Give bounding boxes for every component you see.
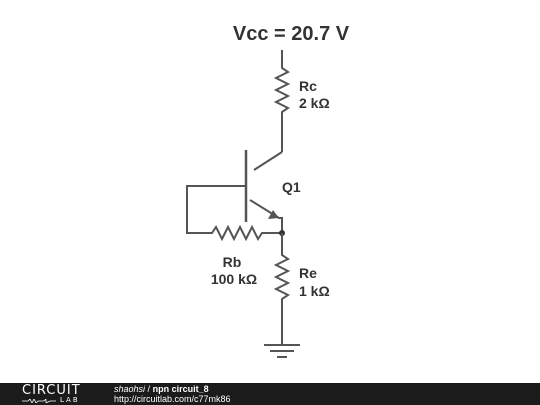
circuit-url[interactable]: http://circuitlab.com/c77mk86 xyxy=(114,394,231,404)
rc-resistor xyxy=(273,50,291,152)
byline-separator: / xyxy=(147,384,151,394)
re-resistor xyxy=(273,233,291,345)
circuit-meta: shaohsi / npn circuit_8 http://circuitla… xyxy=(114,384,231,404)
logo-text-lab: LAB xyxy=(60,396,80,404)
circuit-schematic: Vcc = 20.7 V Rc 2 kΩ Q1 Rb 100 kΩ Re 1 k… xyxy=(186,23,350,358)
q1-name: Q1 xyxy=(282,179,301,195)
footer-bar: CIRCUIT LAB shaohsi / npn circuit_8 http… xyxy=(0,383,540,405)
logo-text-circuit: CIRCUIT xyxy=(22,383,81,398)
q1-transistor xyxy=(244,150,283,233)
emitter-arrow xyxy=(268,210,279,219)
ground-icon xyxy=(264,344,300,358)
rc-name: Rc xyxy=(299,78,317,94)
rc-value: 2 kΩ xyxy=(299,95,330,111)
base-wire xyxy=(186,185,246,234)
author-name[interactable]: shaohsi xyxy=(114,384,146,394)
rb-value: 100 kΩ xyxy=(211,271,257,287)
logo-wave-icon xyxy=(22,399,56,403)
re-value: 1 kΩ xyxy=(299,283,330,299)
rb-name: Rb xyxy=(223,254,242,270)
circuit-title[interactable]: npn circuit_8 xyxy=(152,384,209,394)
circuitlab-logo[interactable]: CIRCUIT LAB xyxy=(22,384,94,404)
rb-resistor xyxy=(205,224,282,242)
vcc-label: Vcc = 20.7 V xyxy=(233,23,350,45)
re-name: Re xyxy=(299,265,317,281)
circuit-byline: shaohsi / npn circuit_8 xyxy=(114,384,231,394)
